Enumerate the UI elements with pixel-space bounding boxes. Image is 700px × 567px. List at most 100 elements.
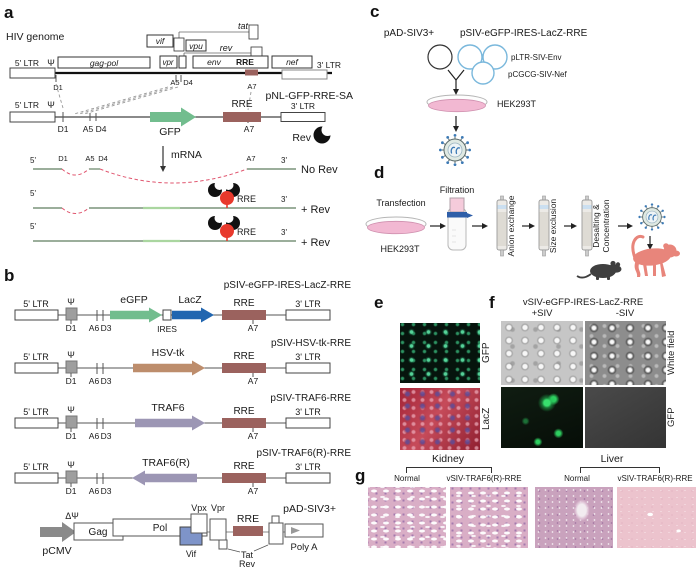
- no-rev-transcript: 5' D1 A5 D4 A7 3' No Rev: [30, 154, 338, 184]
- c3-5ltr-label: 5' LTR: [23, 407, 49, 417]
- genome-psi-symbol: Ψ: [47, 58, 55, 68]
- helper-rre-label: RRE: [237, 513, 259, 525]
- c2-d3: D3: [101, 376, 112, 386]
- panel-b-diagram: pSIV-eGFP-IRES-LacZ-RRE 5' LTR Ψ D1 A6 D…: [14, 280, 351, 567]
- plus-rev-transcript-2: 5' RRE 3' + Rev: [30, 213, 331, 249]
- egfp-label: eGFP: [120, 294, 147, 306]
- hek293t-dish-icon: [426, 94, 488, 113]
- genome-rre-label: RRE: [236, 57, 254, 67]
- gfp-arrow: [150, 107, 196, 127]
- construct-3ltr-label: 3' LTR: [291, 101, 315, 111]
- construct-5ltr-box: [9, 111, 56, 123]
- pnl-construct-name: pNL-GFP-RRE-SA: [265, 90, 353, 102]
- panel-g-letter: g: [355, 466, 366, 485]
- c2-3ltr-label: 3' LTR: [295, 352, 321, 362]
- c4-d3: D3: [101, 486, 112, 496]
- kidney-normal-label: Normal: [394, 474, 420, 483]
- c1-5ltr-label: 5' LTR: [23, 299, 49, 309]
- c1-d1: D1: [66, 323, 77, 333]
- combine-arrow: [447, 69, 465, 90]
- virus-icon-d: [637, 202, 667, 232]
- c4-5ltr-label: 5' LTR: [23, 462, 49, 472]
- c4-a6: A6: [89, 486, 100, 496]
- norev-a7: A7: [246, 154, 255, 163]
- genome-d4-label: D4: [183, 78, 193, 87]
- c1-3ltr-label: 3' LTR: [295, 299, 321, 309]
- mrna-arrowhead: [160, 166, 166, 172]
- polya-triangle-icon: [291, 527, 300, 534]
- gag-label: Gag: [89, 527, 108, 538]
- histology-kidney-treated: [450, 487, 528, 548]
- gfp-label: GFP: [159, 126, 181, 138]
- rev-bound-rre-icon-2: [208, 213, 240, 241]
- delta-psi-label: ΔΨ: [65, 511, 79, 521]
- pol-label: Pol: [153, 523, 167, 534]
- c1-a6: A6: [89, 323, 100, 333]
- step-arrow-4: [571, 223, 577, 229]
- rev-gene-label: rev: [220, 43, 233, 53]
- no-rev-label: No Rev: [301, 164, 338, 176]
- c3-a6: A6: [89, 431, 100, 441]
- c2-a6: A6: [89, 376, 100, 386]
- polya-box: [284, 523, 324, 538]
- c4-3ltr-label: 3' LTR: [295, 462, 321, 472]
- vpu-gene-label: vpu: [189, 41, 203, 51]
- nef-gene-label: nef: [286, 57, 299, 67]
- c2-rre-box: [222, 363, 266, 373]
- psiv-plasmid-icon: [457, 44, 483, 70]
- pltr-env-label: pLTR-SIV-Env: [511, 53, 562, 62]
- helper-name: pAD-SIV3+: [283, 503, 336, 515]
- construct-a5-label: A5: [83, 124, 94, 134]
- construct-psiv-traf6r: pSIV-TRAF6(R)-RRE 5' LTR Ψ D1 A6 D3 TRAF…: [14, 448, 351, 496]
- produce-arrowhead: [453, 126, 459, 132]
- micrograph-gfp-fluorescence: [400, 323, 480, 383]
- construct-5ltr-label: 5' LTR: [15, 100, 39, 110]
- traf6r-label: TRAF6(R): [142, 457, 190, 469]
- pad-siv3-label: pAD-SIV3+: [384, 28, 434, 39]
- rev1-5p: 5': [30, 189, 36, 198]
- step-arrow-1: [440, 223, 446, 229]
- egfp-arrow: [110, 307, 162, 323]
- plus-rev-transcript-1: 5' RRE 3' + Rev: [30, 180, 331, 216]
- construct-psiv-egfp-ires-lacz: pSIV-eGFP-IRES-LacZ-RRE 5' LTR Ψ D1 A6 D…: [14, 280, 351, 334]
- desalting-label-2: Concentration: [601, 199, 611, 252]
- c1-psi: Ψ: [67, 297, 75, 307]
- c4-rre-box: [222, 473, 266, 483]
- liver-treated-label: vSIV-TRAF6(R)-RRE: [617, 474, 693, 483]
- norev-d4: D4: [98, 154, 108, 163]
- gfp-row-label-f: GFP: [666, 407, 677, 428]
- genome-d1-label: D1: [53, 83, 63, 92]
- plus-siv-column-label: +SIV: [531, 308, 553, 319]
- mrna-label: mRNA: [171, 149, 202, 161]
- kidney-treated-label: vSIV-TRAF6(R)-RRE: [446, 474, 522, 483]
- panel-c-diagram: pAD-SIV3+ pSIV-eGFP-IRES-LacZ-RRE pLTR-S…: [384, 28, 588, 167]
- genome-5ltr-box: [9, 67, 56, 79]
- c3-d1: D1: [66, 431, 77, 441]
- desalting-label-1: Desalting &: [591, 204, 601, 248]
- micrograph-whitefield-plus-siv: [501, 321, 583, 385]
- genome-3ltr-box: [281, 69, 328, 80]
- c3-rre-box: [222, 418, 266, 428]
- vpx-box: [190, 513, 208, 534]
- panel-f-letter: f: [489, 293, 495, 312]
- plus-rev-label-2: + Rev: [301, 237, 331, 249]
- micrograph-whitefield-minus-siv: [585, 321, 666, 385]
- construct-3ltr-box: [280, 112, 326, 122]
- micrograph-gfp-minus-siv: [585, 387, 666, 448]
- c4-d1: D1: [66, 486, 77, 496]
- genome-splice-ticks: [55, 75, 182, 82]
- c3-3ltr-label: 3' LTR: [295, 407, 321, 417]
- whitefield-row-label: White field: [666, 330, 677, 376]
- construct-d1-label: D1: [58, 124, 69, 134]
- rev2-3p: 3': [281, 228, 287, 237]
- traf6-label: TRAF6: [151, 402, 184, 414]
- hek293t-label-d: HEK293T: [380, 244, 420, 254]
- transfection-label: Transfection: [376, 198, 425, 208]
- c1-rre-box: [222, 310, 266, 320]
- vif-label: Vif: [186, 549, 197, 559]
- histology-kidney-normal: [368, 487, 446, 548]
- c4-psi: Ψ: [67, 460, 75, 470]
- panel-c-letter: c: [370, 2, 380, 21]
- histology-liver-normal: [535, 487, 613, 548]
